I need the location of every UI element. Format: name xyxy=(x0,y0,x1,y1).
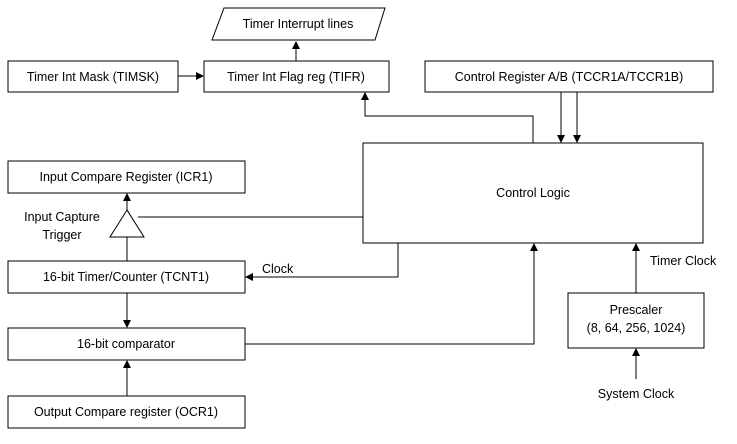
prescaler-box xyxy=(567,292,705,349)
system-clock-label: System Clock xyxy=(598,387,675,401)
tccr-label: Control Register A/B (TCCR1A/TCCR1B) xyxy=(455,70,684,84)
icr1-box xyxy=(7,160,246,194)
tcnt1-box xyxy=(7,260,246,294)
timer-clock-label: Timer Clock xyxy=(650,254,717,268)
system-clock-to-prescaler-arrowhead xyxy=(632,348,640,356)
clock-label: Clock xyxy=(262,262,294,276)
control-logic-box xyxy=(362,142,704,244)
trigger-to-icr1-arrowhead xyxy=(123,193,131,201)
tifr-box xyxy=(203,60,390,93)
prescaler-label-line1: Prescaler xyxy=(610,303,663,317)
timsk-label: Timer Int Mask (TIMSK) xyxy=(27,70,159,84)
tccr-to-control-arrowhead-b xyxy=(573,135,581,143)
control-to-tcnt1-clock-arrowhead xyxy=(245,273,253,281)
comparator-label: 16-bit comparator xyxy=(77,337,175,351)
input-capture-trigger-triangle xyxy=(109,209,145,238)
control-to-tifr-arrowhead xyxy=(361,92,369,100)
input-capture-label-line2: Trigger xyxy=(42,228,81,242)
input-capture-label-line1: Input Capture xyxy=(24,210,100,224)
control-logic-label: Control Logic xyxy=(496,186,570,200)
timer-interrupt-lines-shape xyxy=(211,7,386,41)
comparator-to-control-line xyxy=(245,251,535,345)
tccr-box xyxy=(424,60,714,93)
tifr-to-interrupt-arrowhead xyxy=(292,41,300,49)
ocr1-box xyxy=(7,395,246,429)
control-to-tifr-line xyxy=(364,100,534,143)
ocr1-label: Output Compare register (OCR1) xyxy=(34,405,218,419)
icr1-label: Input Compare Register (ICR1) xyxy=(40,170,213,184)
tcnt1-label: 16-bit Timer/Counter (TCNT1) xyxy=(43,270,209,284)
timer-interrupt-lines-label: Timer Interrupt lines xyxy=(243,17,354,31)
tifr-label: Timer Int Flag reg (TIFR) xyxy=(227,70,365,84)
tcnt1-to-comparator-arrowhead xyxy=(123,320,131,328)
tccr-to-control-arrowhead-a xyxy=(557,135,565,143)
prescaler-label-line2: (8, 64, 256, 1024) xyxy=(587,321,686,335)
ocr1-to-comparator-arrowhead xyxy=(123,360,131,368)
prescaler-to-control-arrowhead xyxy=(632,243,640,251)
timsk-to-tifr-arrowhead xyxy=(196,72,204,80)
comparator-to-control-arrowhead xyxy=(530,243,538,251)
timsk-box xyxy=(7,60,179,93)
control-to-tcnt1-clock-line xyxy=(253,243,399,278)
